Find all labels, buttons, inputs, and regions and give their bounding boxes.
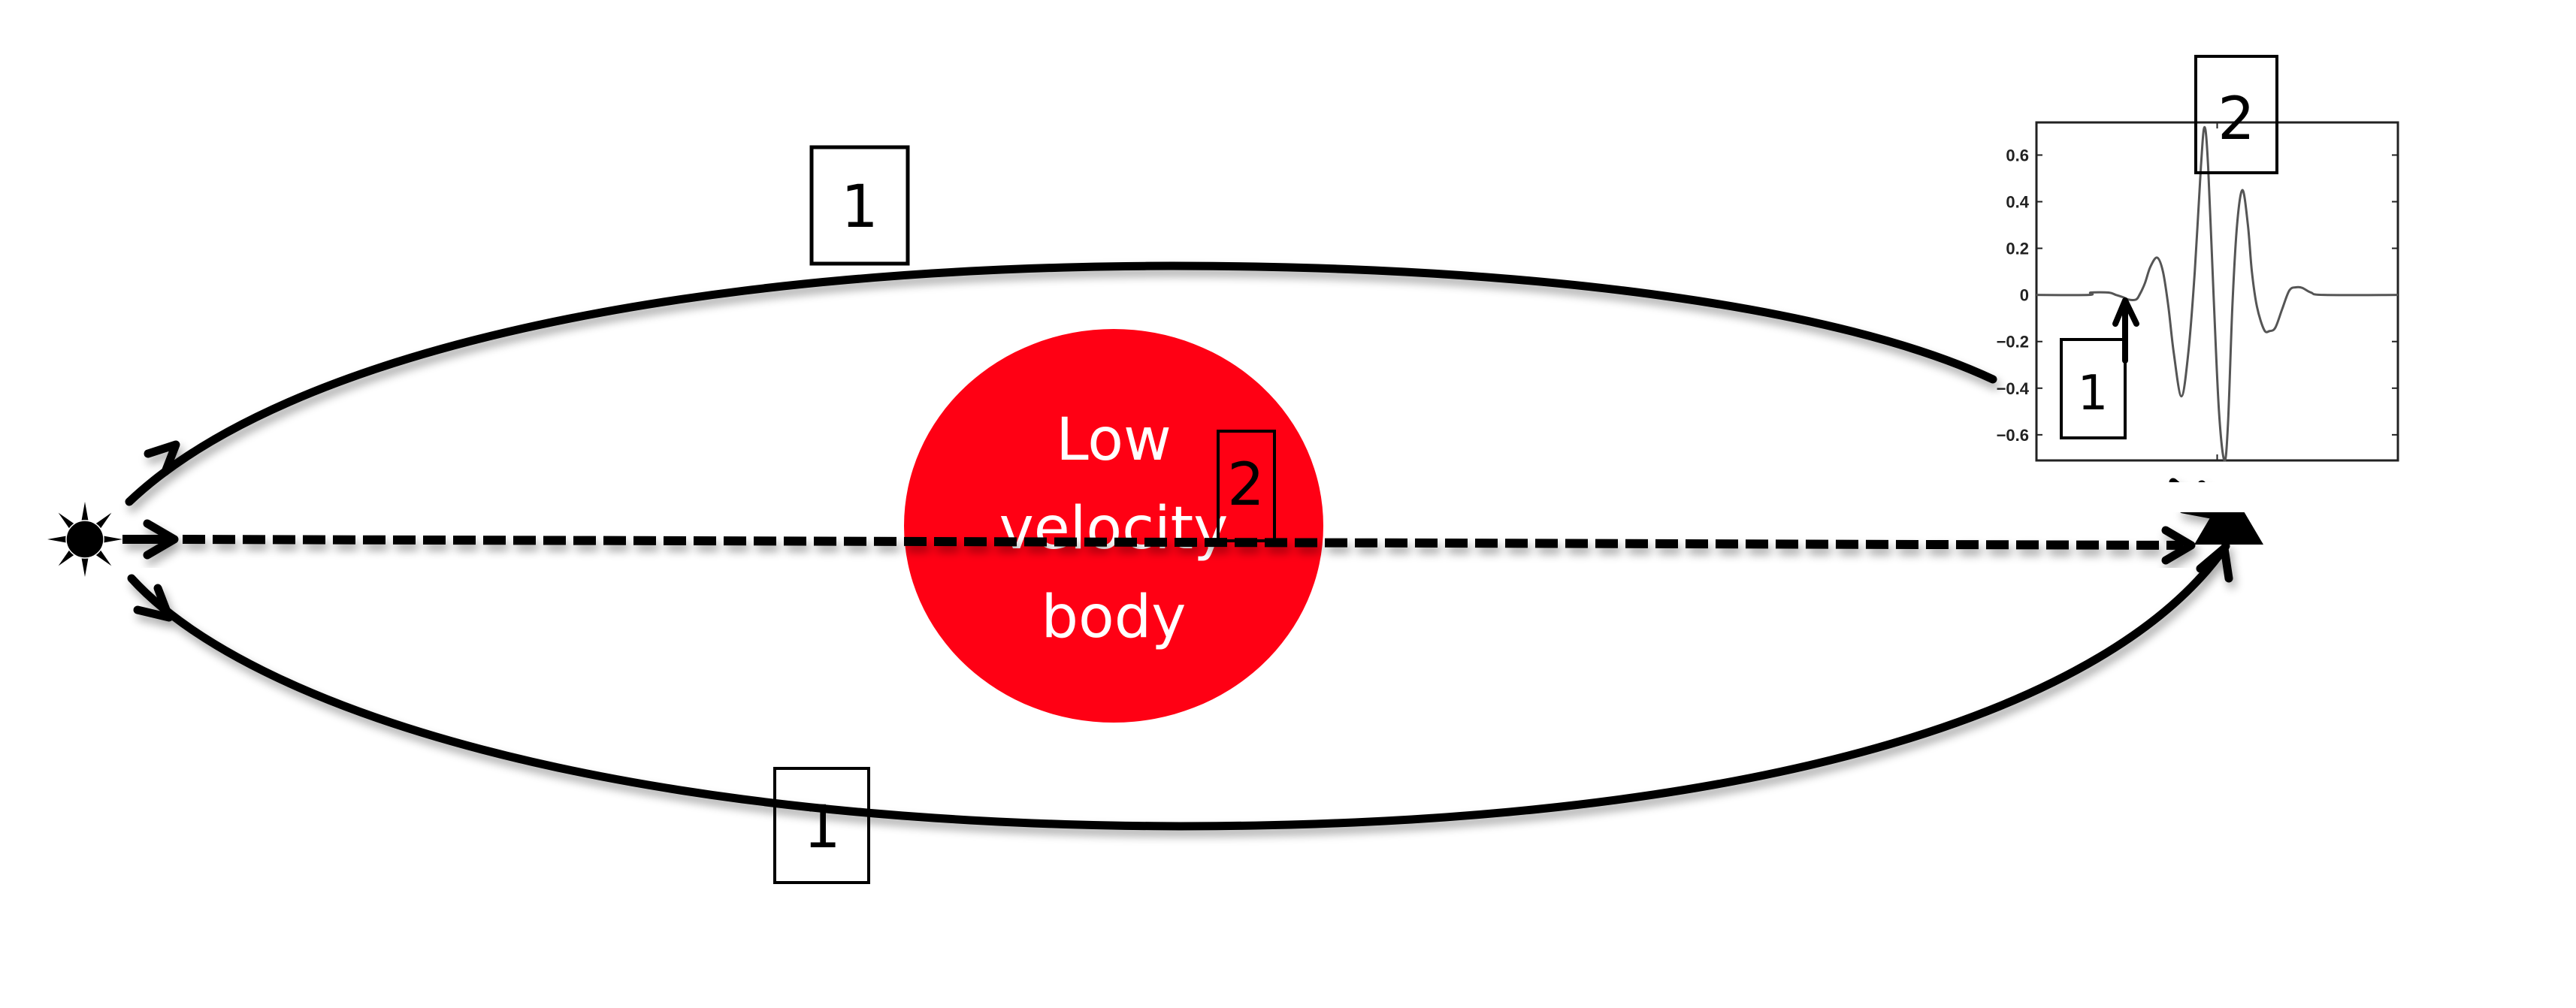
tick-label-clip <box>1984 482 2435 512</box>
label-box-text: 1 <box>2078 366 2109 421</box>
low-velocity-body: Low velocity body <box>904 329 1323 723</box>
waveform-series-line <box>2036 125 2399 462</box>
ray-path-2-end-arrowhead <box>2161 526 2196 565</box>
label-box-path-2: 2 <box>1217 430 1276 542</box>
star-ray <box>99 535 122 544</box>
y-tick-label: 0 <box>2020 286 2029 305</box>
label-box-text: 2 <box>2218 86 2255 153</box>
y-tick-label: 0.2 <box>2006 240 2029 258</box>
waveform-inset-chart: 0.60.40.20−0.2−0.4−0.6 −505 1 2 <box>1984 55 2435 512</box>
inset-label-box-1: 1 <box>2060 297 2139 439</box>
receiver-triangle-icon <box>2194 486 2263 545</box>
ray-path-2-start-arrowhead <box>143 519 179 560</box>
ray-path-1-top-start-arrowhead <box>144 440 180 476</box>
y-tick-label: −0.2 <box>1997 333 2029 352</box>
star-ray <box>80 502 89 525</box>
y-tick-label: 0.6 <box>2006 146 2029 164</box>
inset-up-arrow <box>2112 297 2139 364</box>
star-ray <box>80 554 89 577</box>
y-tick-label: −0.4 <box>1997 379 2030 398</box>
label-box-text: 1 <box>841 174 878 241</box>
ray-path-1-top-line <box>125 261 1997 506</box>
ray-path-1-bottom-end-arrowhead <box>2196 544 2233 583</box>
y-tick-label: 0.4 <box>2006 193 2029 212</box>
ray-path-1-bottom-start-arrowhead <box>133 584 174 622</box>
star-ray <box>47 535 71 544</box>
star-core <box>65 520 104 559</box>
source-star-icon <box>47 502 122 577</box>
body-label-line-2: velocity <box>999 495 1229 563</box>
ray-path-2-dashed-line <box>182 535 2184 550</box>
label-box-path-1-bottom: 1 <box>773 767 870 884</box>
y-axis-ticks: 0.6 0.4 0.2 0 −0.2 −0.4 −0.6 <box>1997 146 2398 445</box>
low-velocity-body-shape <box>904 329 1323 723</box>
inset-label-box-2: 2 <box>2194 55 2278 174</box>
label-box-path-1-top: 1 <box>809 145 910 266</box>
ray-path-1-bottom <box>127 542 2233 831</box>
ray-path-2-direct <box>122 519 2196 565</box>
label-box-text: 1 <box>803 794 841 862</box>
y-tick-label: −0.6 <box>1997 426 2029 445</box>
body-label-line-1: Low <box>1056 406 1172 474</box>
body-label-line-3: body <box>1042 584 1187 651</box>
ray-path-1-bottom-line <box>127 542 2230 831</box>
label-box-text: 2 <box>1227 451 1265 519</box>
